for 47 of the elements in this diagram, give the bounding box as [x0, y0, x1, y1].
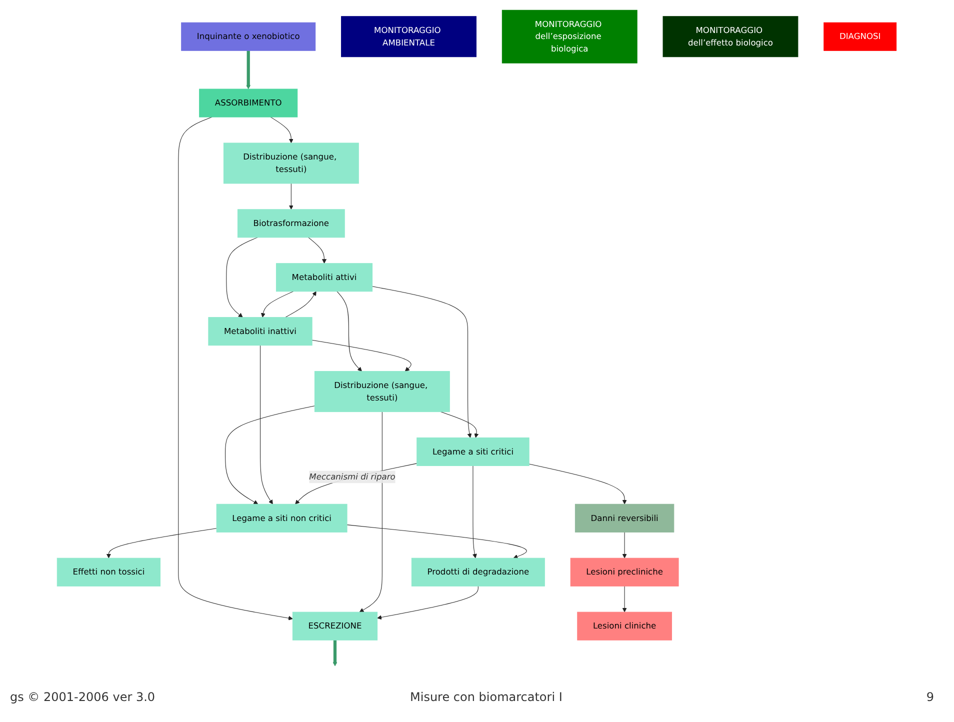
node-box: Metaboliti attivi	[276, 263, 373, 292]
footer-text: Misure con biomarcatori I	[410, 690, 562, 704]
node-box: ASSORBIMENTO	[199, 88, 298, 118]
node-box: Danni reversibili	[575, 504, 674, 532]
arrow	[360, 412, 383, 612]
arrow	[226, 237, 258, 318]
node-box: Distribuzione (sangue, tessuti)	[224, 142, 360, 184]
arrow	[178, 116, 294, 620]
arrow	[289, 183, 294, 210]
arrow	[529, 464, 628, 504]
node-box: Distribuzione (sangue, tessuti)	[314, 371, 450, 412]
arrow	[225, 406, 316, 504]
node-box: ESCREZIONE	[292, 612, 378, 640]
arrow	[285, 291, 317, 318]
arrow	[261, 291, 294, 318]
arrow	[372, 286, 472, 438]
node-box: Legame a siti critici	[416, 437, 530, 466]
arrow	[246, 50, 251, 90]
node-box: Effetti non tossici	[57, 558, 161, 586]
node-box: Biotrasformazione	[238, 209, 346, 238]
node-box: Metaboliti inattivi	[208, 317, 313, 346]
node-box: MONITORAGGIO AMBIENTALE	[341, 16, 477, 58]
edge-label: Meccanismi di riparo	[309, 472, 396, 482]
arrow	[106, 528, 218, 558]
arrow	[295, 463, 418, 504]
footer-text: gs © 2001-2006 ver 3.0	[10, 690, 156, 704]
arrow	[440, 412, 479, 438]
arrow	[312, 340, 412, 372]
arrow	[622, 586, 628, 612]
node-box: Lesioni precliniche	[570, 558, 680, 586]
node-box: DIAGNOSI	[824, 22, 897, 51]
arrow	[336, 291, 362, 372]
arrow	[377, 586, 479, 620]
node-box: MONITORAGGIO dell’esposizione biologica	[502, 10, 638, 64]
node-box: Legame a siti non critici	[216, 504, 348, 532]
node-box: MONITORAGGIO dell’effetto biologico	[663, 16, 798, 58]
node-box: Lesioni cliniche	[577, 612, 672, 640]
node-box: Prodotti di degradazione	[412, 558, 546, 586]
arrow	[347, 524, 528, 559]
arrow	[260, 345, 274, 504]
arrow	[622, 532, 628, 558]
node-box: Inquinante o xenobiotico	[181, 22, 316, 51]
arrow	[270, 116, 294, 144]
page-number: 9	[926, 690, 934, 704]
arrow	[308, 237, 327, 264]
arrow	[332, 640, 338, 666]
arrow	[472, 466, 478, 558]
